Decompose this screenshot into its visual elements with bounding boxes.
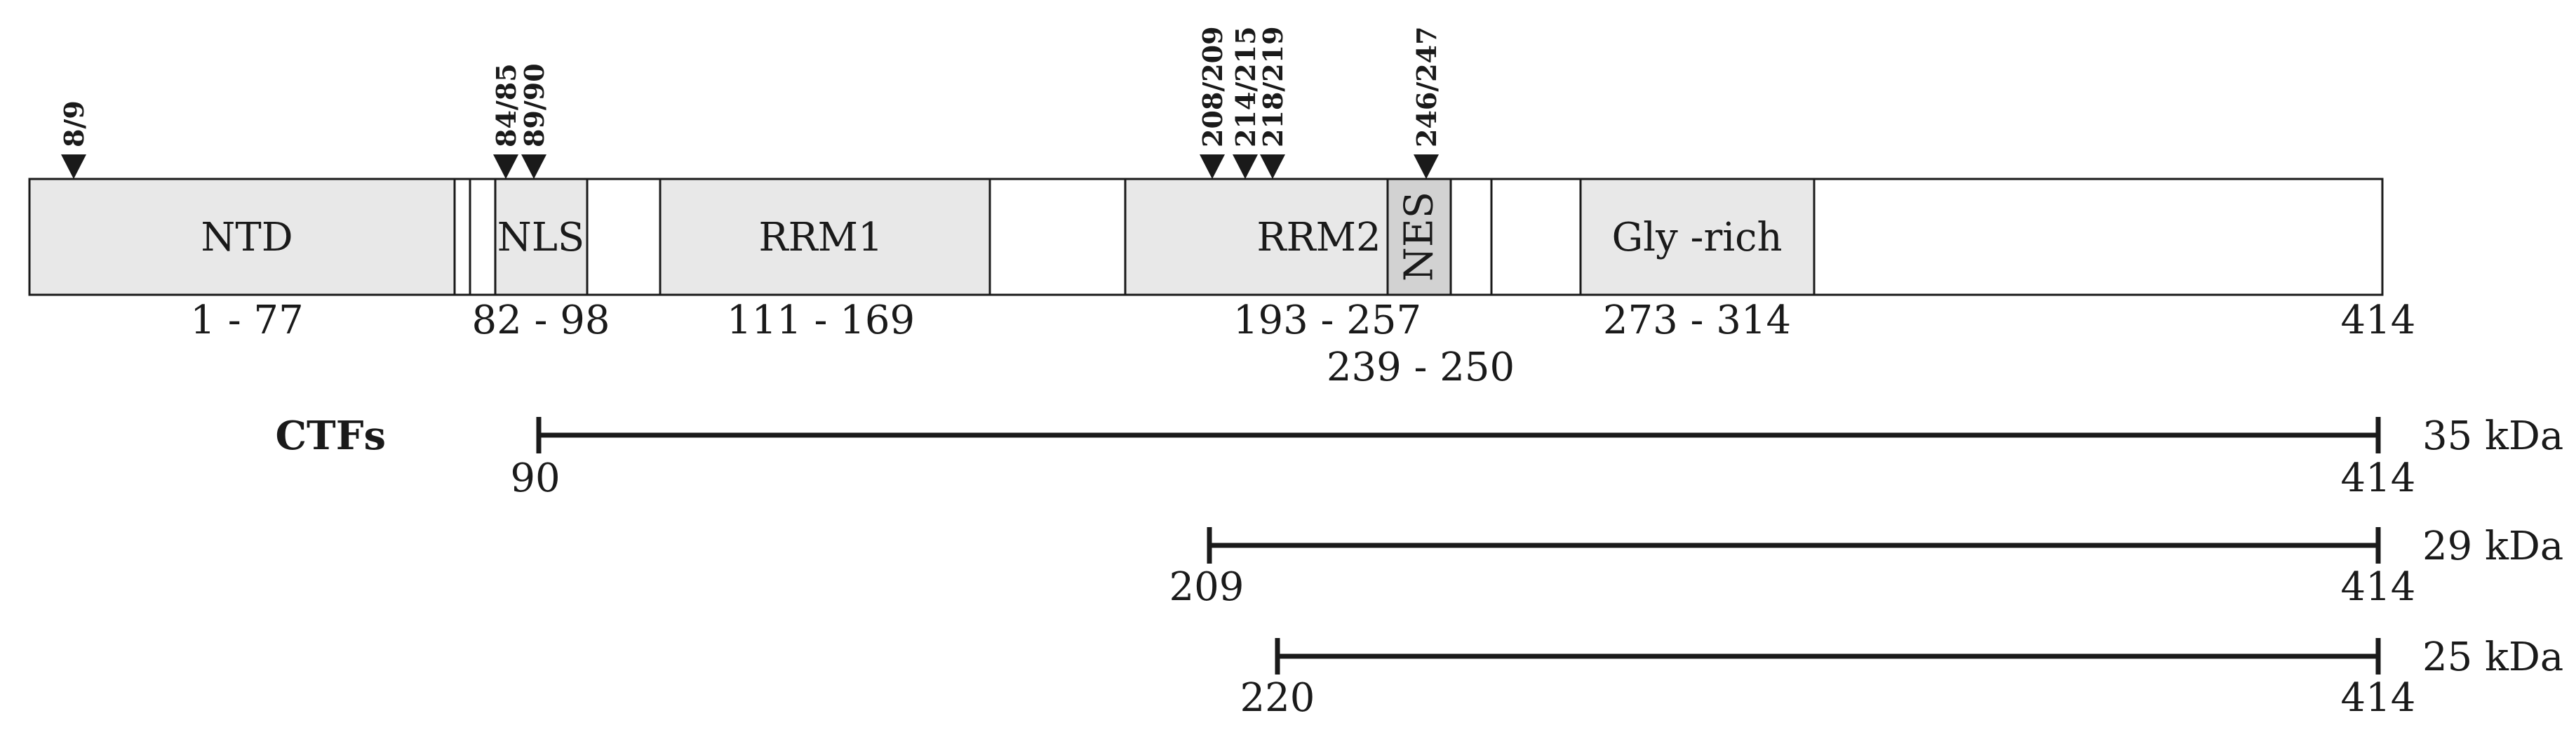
cleavage-site-208-209: 208/209 <box>1197 26 1228 179</box>
ctf-end-label: 414 <box>2341 564 2416 610</box>
cleavage-site-label: 84/85 <box>490 63 522 147</box>
ctfs-title: CTFs <box>275 413 386 459</box>
cleavage-site-89-90: 89/90 <box>518 63 550 179</box>
domain-label: RRM1 <box>758 215 883 260</box>
cleavage-arrow <box>521 154 546 179</box>
cleavage-site-214-215: 214/215 <box>1230 26 1261 179</box>
ctf-end-label: 414 <box>2341 675 2416 721</box>
domain-range-label: 82 - 98 <box>471 298 610 343</box>
cleavage-site-label: 208/209 <box>1197 26 1228 147</box>
cleavage-site-label: 246/247 <box>1411 26 1442 147</box>
cleavage-arrow <box>1200 154 1225 179</box>
ctf-fragment-25kda: 220 414 25 kDa <box>1240 635 2564 721</box>
domain-box <box>1386 178 1452 296</box>
cleavage-site-84-85: 84/85 <box>490 63 522 179</box>
cleavage-site-246-247: 246/247 <box>1411 26 1442 179</box>
domain-gly-rich: Gly -rich 273 - 314 <box>1579 178 1816 343</box>
domain-label: NES <box>1397 192 1442 281</box>
domain-range-label: 111 - 169 <box>727 298 915 343</box>
domain-label: NLS <box>497 215 585 260</box>
domain-box <box>1579 178 1816 296</box>
ctf-mass-label: 25 kDa <box>2422 635 2563 680</box>
cleavage-site-218-219: 218/219 <box>1257 26 1289 179</box>
domain-label: Gly -rich <box>1611 215 1782 260</box>
domain-rrm1: RRM1 111 - 169 <box>659 178 991 343</box>
domain-label: RRM2 <box>1256 215 1381 260</box>
domain-box <box>494 178 589 296</box>
ctf-fragment-29kda: 209 414 29 kDa <box>1169 524 2564 610</box>
cleavage-site-label: 8/9 <box>58 100 90 147</box>
cleavage-site-label: 218/219 <box>1257 26 1289 147</box>
ctf-mass-label: 29 kDa <box>2422 524 2563 569</box>
cleavage-arrow <box>1414 154 1439 179</box>
ctf-start-label: 90 <box>510 456 560 501</box>
domain-label: NTD <box>201 215 293 260</box>
cleavage-arrow <box>493 154 518 179</box>
domain-range-label: 1 - 77 <box>190 298 303 343</box>
domain-range-label: 193 - 257 <box>1233 298 1421 343</box>
domain-nes: NES 239 - 250 <box>1327 178 1515 390</box>
cleavage-site-label: 214/215 <box>1230 26 1261 147</box>
cleavage-arrow <box>61 154 86 179</box>
cleavage-site-label: 89/90 <box>518 63 550 147</box>
domain-box <box>28 178 456 296</box>
cleavage-arrow <box>1260 154 1285 179</box>
ctf-end-label: 414 <box>2341 456 2416 501</box>
ctf-fragment-35kda: 90 414 35 kDa <box>510 413 2563 501</box>
domain-nls: NLS 82 - 98 <box>471 178 610 343</box>
domain-ntd: NTD 1 - 77 <box>28 178 456 343</box>
domain-range-label: 239 - 250 <box>1327 345 1515 390</box>
cleavage-arrow <box>1233 154 1258 179</box>
ctf-start-label: 220 <box>1240 675 1315 721</box>
ctf-mass-label: 35 kDa <box>2422 413 2563 459</box>
ctf-start-label: 209 <box>1169 564 1245 610</box>
protein-end-label: 414 <box>2341 298 2416 343</box>
cleavage-site-8-9: 8/9 <box>58 100 90 179</box>
domain-box <box>659 178 991 296</box>
domain-range-label: 273 - 314 <box>1603 298 1791 343</box>
